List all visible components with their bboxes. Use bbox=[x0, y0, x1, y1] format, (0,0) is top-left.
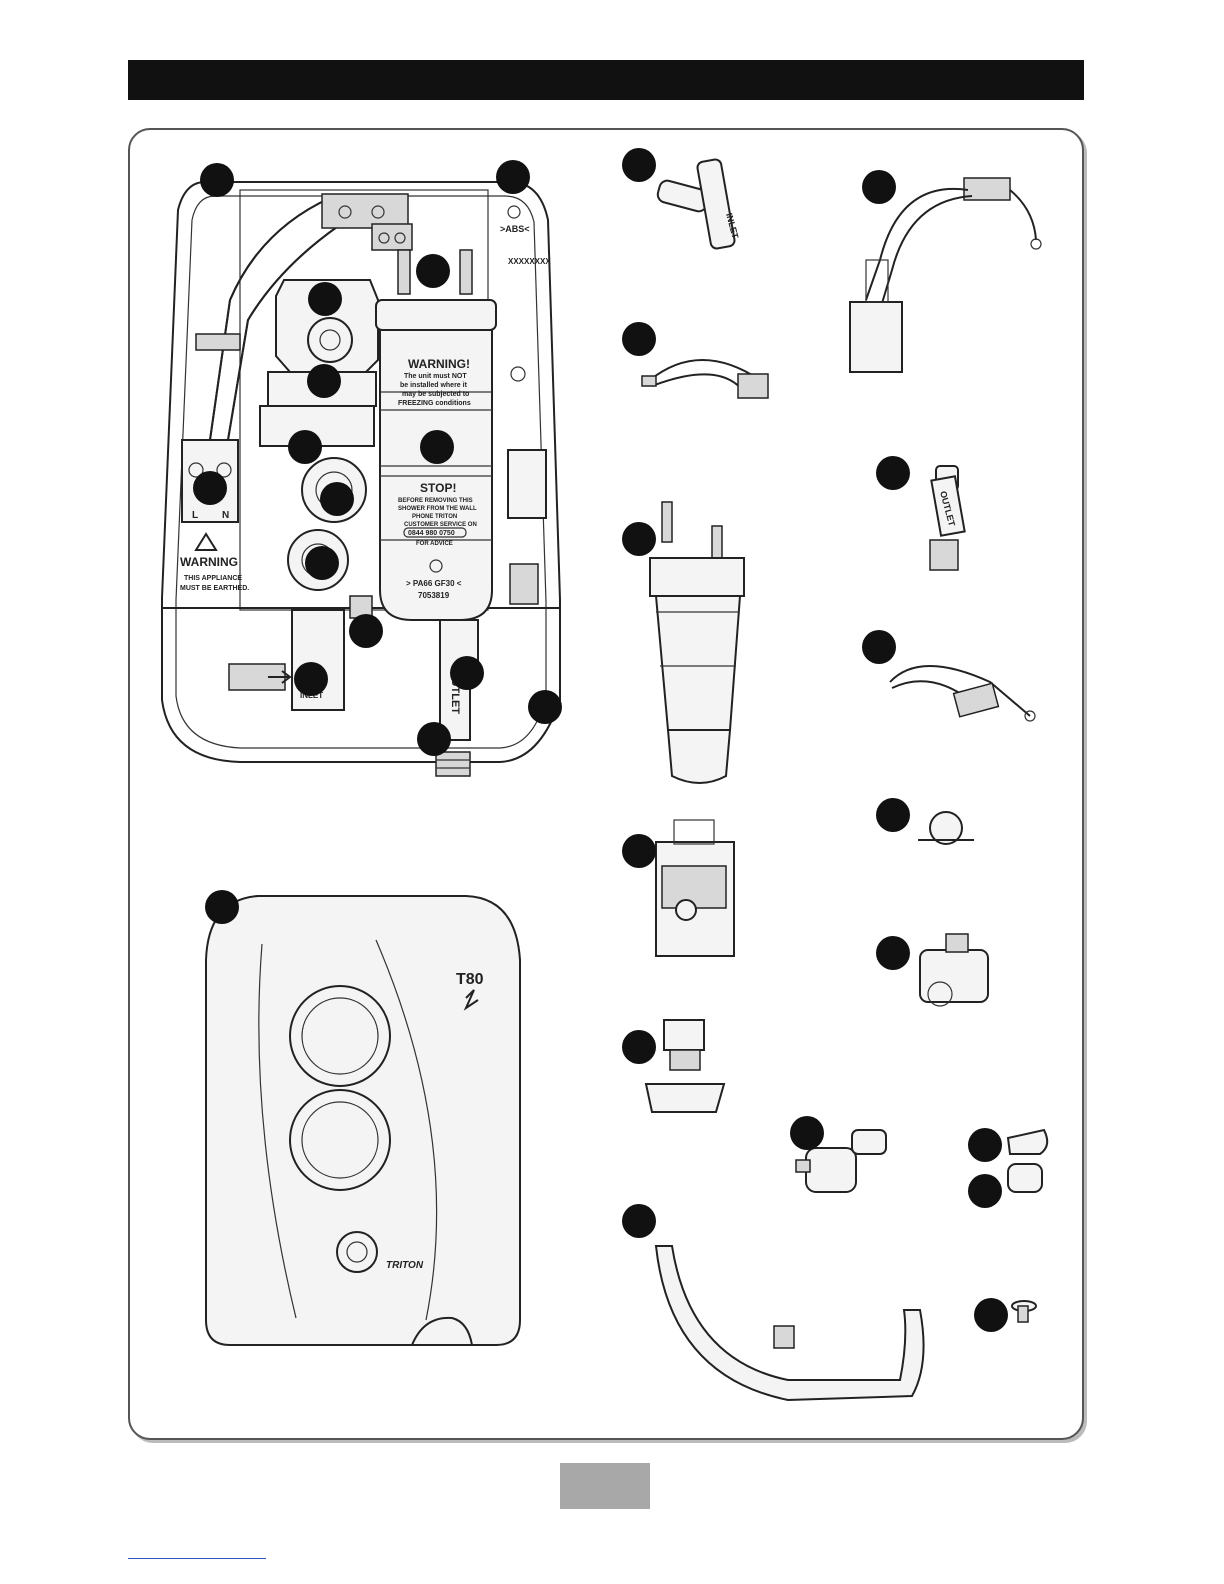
tank-warning-line3: may be subjected to bbox=[402, 391, 469, 398]
callout-1 bbox=[200, 163, 234, 197]
tank-stop-title: STOP! bbox=[420, 481, 456, 495]
callout-4 bbox=[308, 282, 342, 316]
callout-18 bbox=[622, 322, 656, 356]
tank-stop-line1: BEFORE REMOVING THIS bbox=[398, 498, 473, 504]
callout-19 bbox=[622, 522, 656, 556]
tank-stop-line4: CUSTOMER SERVICE ON bbox=[404, 522, 477, 528]
callout-24 bbox=[876, 456, 910, 490]
page-number-box bbox=[560, 1463, 650, 1509]
cover-brand-text: TRITON bbox=[386, 1260, 424, 1271]
header-bar bbox=[128, 60, 1084, 100]
part-pressure-relief bbox=[795, 1129, 887, 1193]
callout-13 bbox=[294, 662, 328, 696]
part-cable-harness bbox=[849, 177, 1042, 373]
callout-25 bbox=[862, 630, 896, 664]
front-cover: T80 TRITON bbox=[205, 895, 521, 1346]
part-heater-can bbox=[649, 501, 745, 784]
part-earth-lead bbox=[641, 359, 769, 399]
part-knob-cap-1 bbox=[1006, 1128, 1049, 1155]
tank-stop-line2: SHOWER FROM THE WALL bbox=[398, 506, 477, 512]
heater-tank: WARNING! The unit must NOT be installed … bbox=[375, 249, 497, 621]
callout-31 bbox=[974, 1298, 1008, 1332]
callout-21 bbox=[622, 1030, 656, 1064]
callout-3 bbox=[416, 254, 450, 288]
footer-link-line bbox=[128, 1558, 266, 1559]
part-screw bbox=[1011, 1300, 1037, 1323]
callout-10 bbox=[305, 546, 339, 580]
serial-text: XXXXXXXX bbox=[508, 257, 551, 266]
callout-28 bbox=[790, 1116, 824, 1150]
right-terminals bbox=[507, 366, 547, 605]
part-inlet-fitting: INLET bbox=[656, 158, 741, 250]
part-pressure-switch bbox=[655, 819, 735, 957]
part-thermal-cutout bbox=[918, 811, 974, 845]
tank-stop-phone: 0844 980 0750 bbox=[408, 530, 455, 537]
terminal-n-label: N bbox=[222, 510, 229, 521]
callout-23 bbox=[862, 170, 896, 204]
callout-6 bbox=[420, 430, 454, 464]
tank-stop-line5: FOR ADVICE bbox=[416, 541, 453, 547]
earth-warning-label: WARNING THIS APPLIANCE MUST BE EARTHED. bbox=[180, 532, 249, 592]
callout-11 bbox=[349, 614, 383, 648]
top-terminals bbox=[321, 193, 413, 251]
tank-warning-line1: The unit must NOT bbox=[404, 373, 467, 380]
tank-stop-line3: PHONE TRITON bbox=[412, 514, 457, 520]
callout-8 bbox=[193, 471, 227, 505]
tank-part-number: 7053819 bbox=[418, 591, 450, 600]
abs-recycle-mark: >ABS< XXXXXXXX bbox=[500, 205, 551, 266]
tank-warning-line2: be installed where it bbox=[400, 382, 468, 389]
appliance-warning-title: WARNING bbox=[180, 555, 238, 569]
callout-20 bbox=[622, 834, 656, 868]
callout-29 bbox=[968, 1128, 1002, 1162]
callout-16 bbox=[205, 890, 239, 924]
callout-12 bbox=[450, 656, 484, 690]
part-microswitch bbox=[889, 665, 1036, 722]
callout-7 bbox=[288, 430, 322, 464]
callout-5 bbox=[307, 364, 341, 398]
callout-9 bbox=[320, 482, 354, 516]
tank-warning-title: WARNING! bbox=[408, 357, 470, 371]
callout-14 bbox=[528, 690, 562, 724]
callout-30 bbox=[968, 1174, 1002, 1208]
callout-22 bbox=[622, 1204, 656, 1238]
part-knob-cap-2 bbox=[1007, 1163, 1043, 1193]
earth-line2: MUST BE EARTHED. bbox=[180, 585, 249, 592]
part-solenoid-valve bbox=[644, 1019, 726, 1113]
abs-mark-text: >ABS< bbox=[500, 224, 530, 234]
callout-2 bbox=[496, 160, 530, 194]
callout-26 bbox=[876, 798, 910, 832]
callout-15 bbox=[417, 722, 451, 756]
callout-27 bbox=[876, 936, 910, 970]
terminal-l-label: L bbox=[192, 510, 198, 521]
part-lower-cover bbox=[654, 1245, 925, 1402]
part-stabiliser-valve bbox=[919, 933, 989, 1007]
tank-warning-line4: FREEZING conditions bbox=[398, 400, 471, 407]
callout-17 bbox=[622, 148, 656, 182]
cover-model-text: T80 bbox=[456, 971, 484, 988]
earth-line1: THIS APPLIANCE bbox=[184, 575, 242, 582]
tank-pa-mark: > PA66 GF30 < bbox=[406, 579, 462, 588]
part-outlet-fitting: OUTLET bbox=[929, 465, 966, 571]
